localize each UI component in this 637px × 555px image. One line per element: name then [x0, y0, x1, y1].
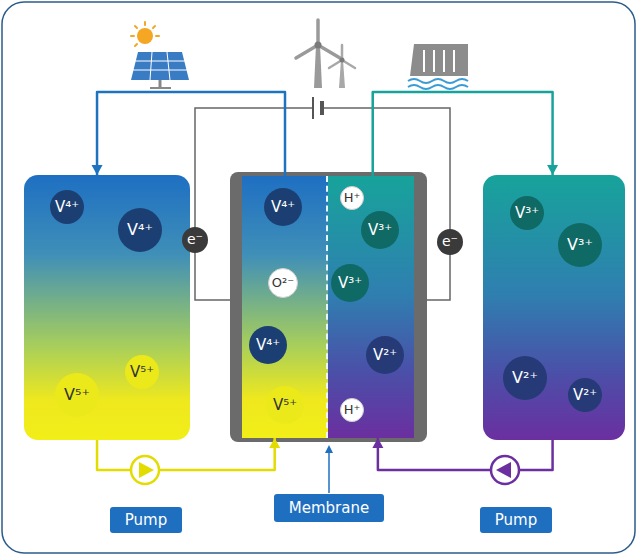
arrow-head — [372, 438, 383, 448]
half-cell: V⁴⁺ O²⁻ V⁴⁺ V⁵⁺ — [242, 176, 328, 438]
ion-label: V⁵⁺ — [273, 397, 297, 414]
box-label: Membrane — [289, 500, 369, 517]
electrolyte-tank: V⁴⁺ V⁴⁺ V⁵⁺ V⁵⁺ — [24, 175, 190, 440]
ion-label: V⁴⁺ — [256, 337, 280, 354]
ion-label: O²⁻ — [272, 276, 294, 290]
arrow-head — [547, 165, 558, 175]
ion-label: V⁵⁺ — [130, 364, 154, 381]
pump-symbol — [131, 456, 159, 484]
ion-label: V²⁺ — [512, 369, 538, 387]
ion-circle: V⁴⁺ — [50, 190, 84, 224]
membrane-label-box: Membrane — [274, 494, 384, 522]
arrow-head — [92, 165, 103, 175]
ion-circle: V⁴⁺ — [249, 326, 287, 364]
ion-circle: V²⁺ — [366, 336, 404, 374]
cell-housing — [230, 172, 427, 442]
ion-circle: V³⁺ — [510, 196, 544, 230]
box-label: Pump — [125, 512, 167, 529]
hydro-dam-icon — [408, 44, 468, 89]
ion-label: V³⁺ — [368, 222, 392, 239]
ion-circle: V⁵⁺ — [266, 386, 304, 424]
box-label: Pump — [495, 512, 537, 529]
ion-label: V²⁺ — [573, 387, 597, 404]
ion-circle: H⁺ — [340, 398, 365, 423]
pipe-connector — [378, 438, 553, 470]
battery-plate — [320, 101, 324, 115]
pump-label-box: Pump — [110, 507, 182, 533]
ion-circle: H⁺ — [340, 186, 365, 211]
ion-label: V³⁺ — [338, 275, 362, 292]
ion-label: e⁻ — [187, 232, 203, 247]
pump-label-box: Pump — [480, 507, 552, 533]
ion-label: V³⁺ — [515, 205, 539, 222]
ion-circle: V⁴⁺ — [264, 188, 302, 226]
electron-circle: e⁻ — [437, 229, 463, 255]
electron-circle: e⁻ — [182, 227, 208, 253]
ion-circle: V³⁺ — [558, 223, 602, 267]
ion-label: V²⁺ — [373, 347, 397, 364]
ion-label: H⁺ — [344, 191, 361, 205]
leader-arrowhead — [325, 445, 333, 453]
membrane-leader — [328, 452, 330, 493]
pipe-connector — [97, 438, 275, 470]
ion-label: V⁴⁺ — [271, 199, 295, 216]
ion-circle: V³⁺ — [331, 264, 369, 302]
ion-label: V⁵⁺ — [64, 386, 90, 404]
pump-symbol — [491, 456, 519, 484]
ion-label: H⁺ — [344, 403, 361, 417]
electrolyte-tank: V³⁺ V³⁺ V²⁺ V²⁺ — [483, 175, 625, 440]
ion-label: e⁻ — [442, 234, 458, 249]
wind-turbine-icon — [296, 20, 355, 88]
solar-panel-icon — [131, 22, 189, 88]
pipe-connector — [97, 92, 285, 176]
pipe-connector — [373, 92, 553, 176]
ion-circle: V²⁺ — [568, 378, 602, 412]
ion-circle: V⁵⁺ — [125, 355, 159, 389]
half-cell: H⁺ V³⁺ V³⁺ V²⁺ H⁺ — [328, 176, 414, 438]
ion-label: V³⁺ — [567, 236, 593, 254]
ion-circle: V²⁺ — [503, 356, 547, 400]
ion-label: V⁴⁺ — [55, 199, 79, 216]
ion-circle: V⁴⁺ — [118, 208, 162, 252]
ion-circle: O²⁻ — [268, 268, 298, 298]
battery-plate — [312, 97, 314, 119]
arrow-head — [269, 438, 280, 448]
ion-circle: V⁵⁺ — [55, 373, 99, 417]
ion-circle: V³⁺ — [361, 211, 399, 249]
ion-label: V⁴⁺ — [127, 221, 153, 239]
